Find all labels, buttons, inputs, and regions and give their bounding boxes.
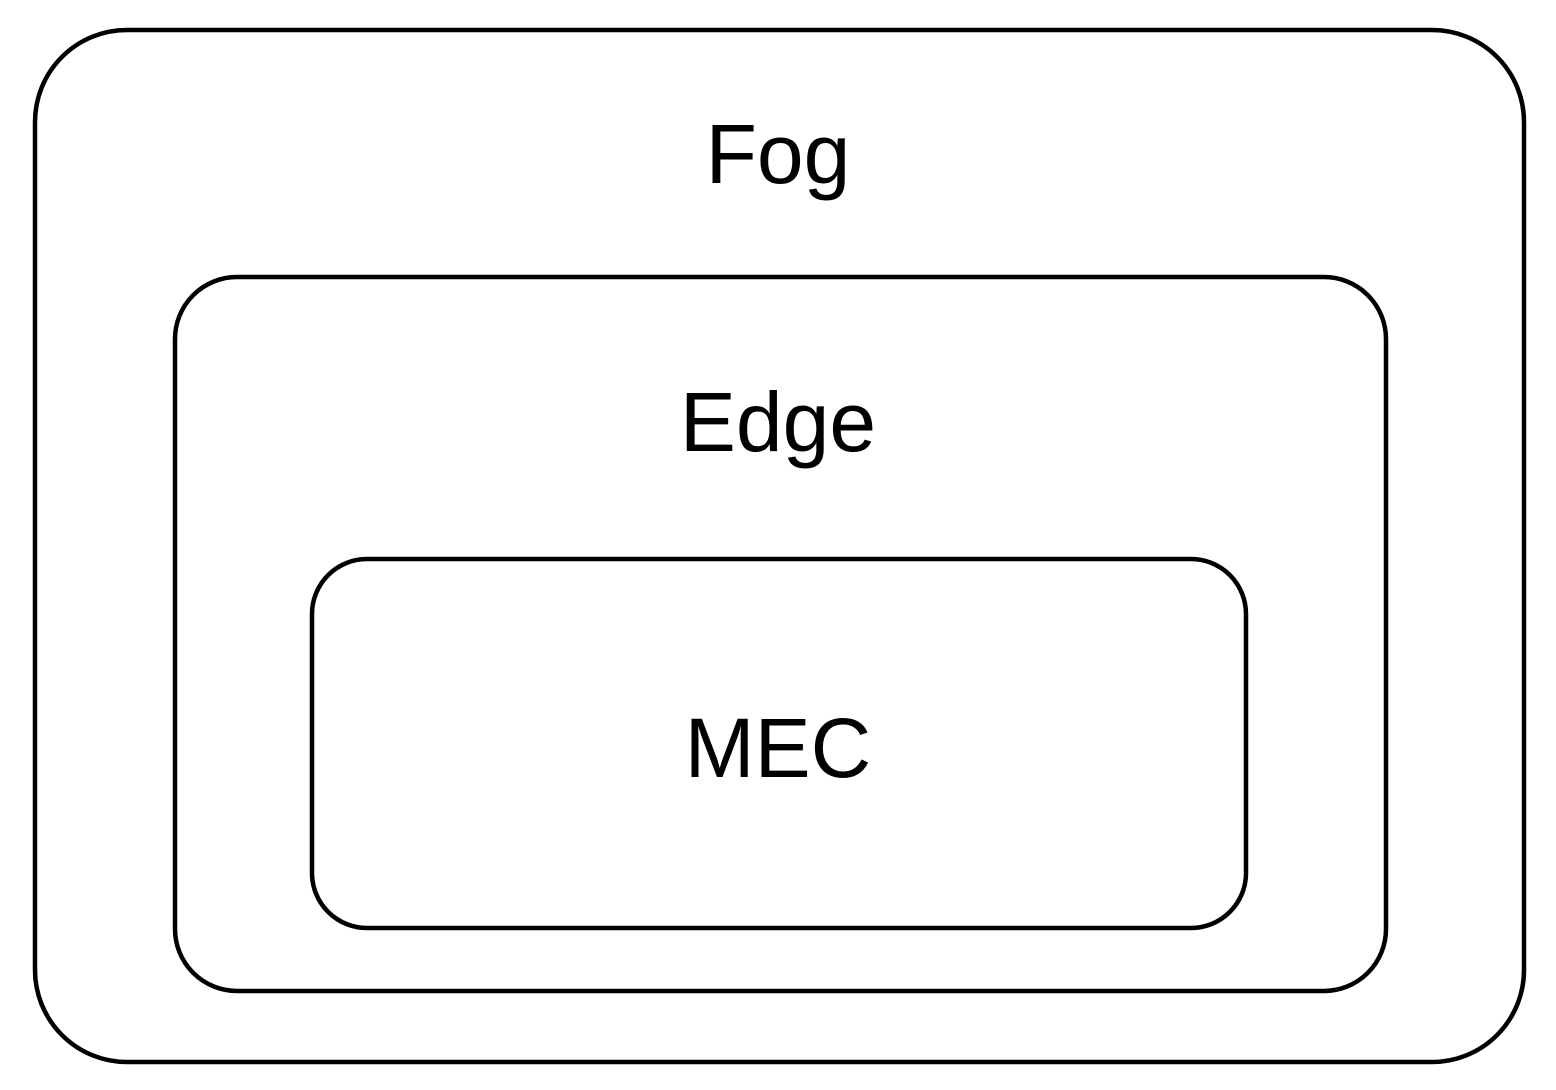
mec-boundary-rect[interactable]	[312, 559, 1246, 928]
mec-tier-label: MEC	[684, 701, 872, 795]
fog-tier-label: Fog	[705, 107, 851, 201]
edge-tier-label: Edge	[679, 375, 877, 469]
